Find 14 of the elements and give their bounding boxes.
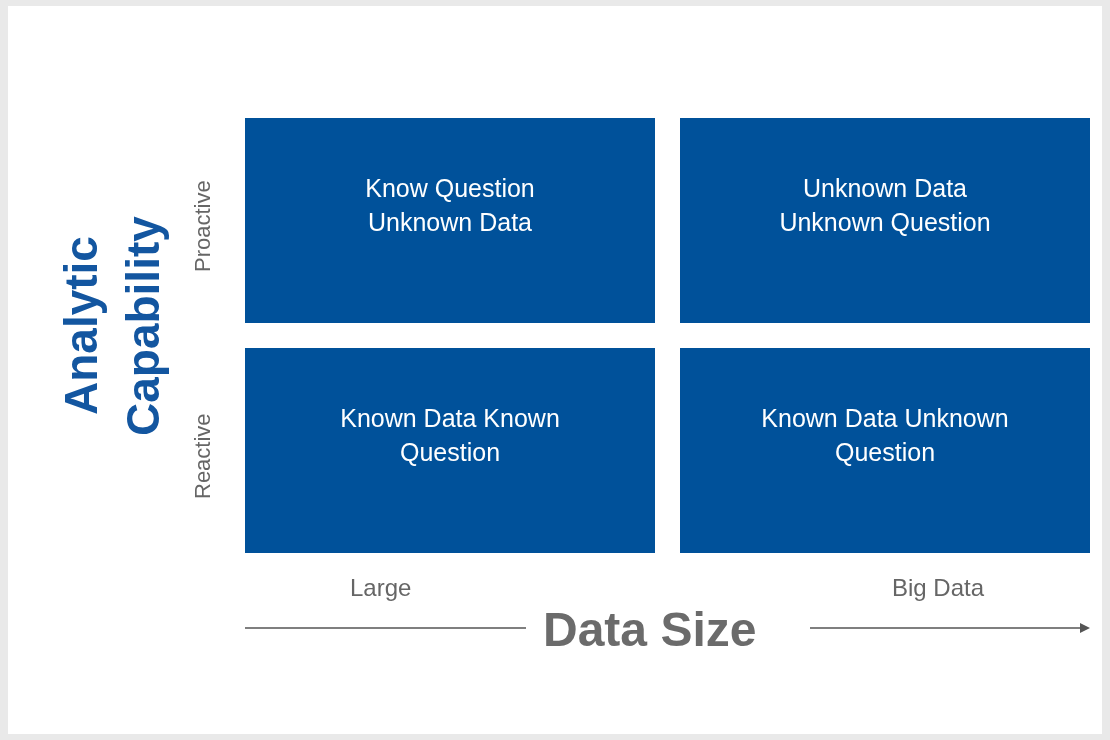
quadrant-box	[245, 348, 655, 553]
quadrant-box	[245, 118, 655, 323]
axis-label: Large	[350, 574, 412, 602]
quadrant-box	[680, 348, 1090, 553]
quadrant-text: Know Question Unknown Data	[364, 172, 536, 238]
axis-title: Analytic Capability	[54, 215, 170, 438]
axis-title: Data Size	[543, 602, 757, 657]
axis-label: Big Data	[892, 574, 985, 602]
quadrant-text: Known Data Known Question	[339, 402, 561, 468]
quadrant-box	[680, 118, 1090, 323]
axis-label: Reactive	[190, 412, 216, 501]
axis-label: Proactive	[190, 179, 216, 274]
quadrant-text: Unknown Data Unknown Question	[778, 172, 992, 238]
quadrant-text: Known Data Unknown Question	[760, 402, 1010, 468]
